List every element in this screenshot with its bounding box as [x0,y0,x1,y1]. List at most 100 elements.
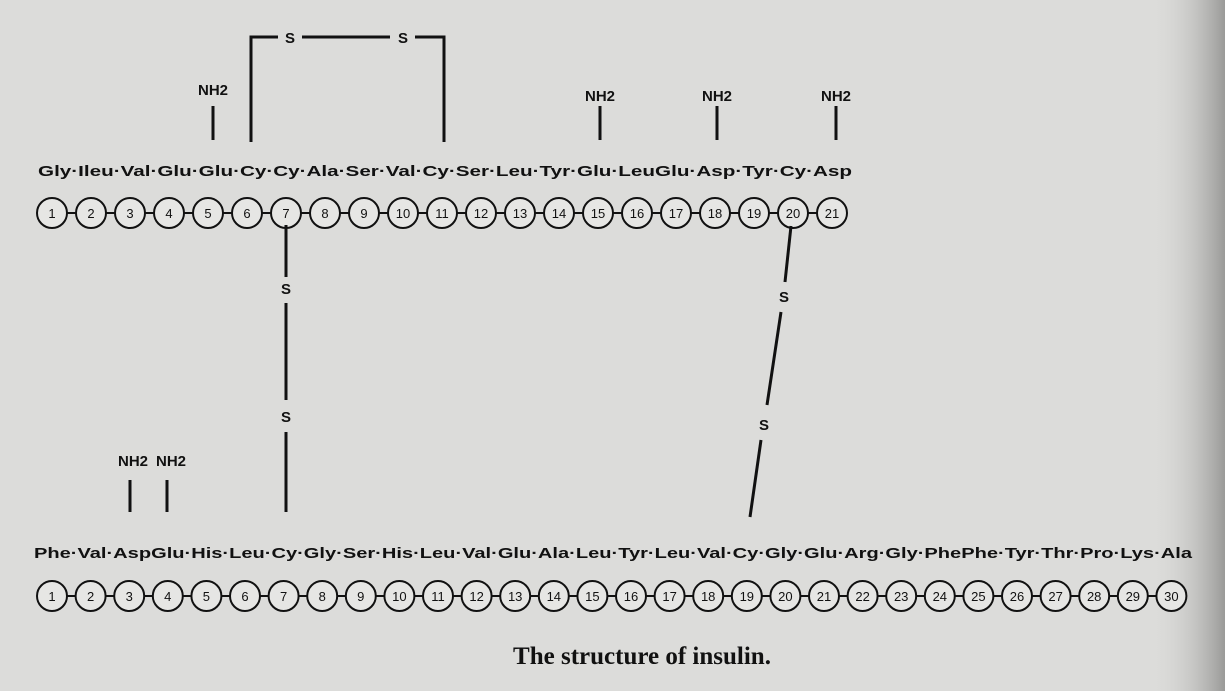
sulfur-label: S [281,281,291,298]
residue-number: 4 [165,206,172,221]
residue-circle [153,197,185,229]
residue-number: 2 [87,589,94,604]
residue-circle [383,580,416,612]
bond-line [783,225,793,283]
chain-b-residue-28: 28 [1078,580,1111,612]
residue-number: 12 [469,589,483,604]
residue-circle [816,197,848,229]
residue-number: 14 [547,589,561,604]
amide-label: NH2 [156,453,186,470]
residue-circle [621,197,653,229]
residue-number: 21 [825,206,839,221]
chain-a-residue-8: 8 [309,197,341,229]
residue-number: 19 [740,589,754,604]
residue-number: 14 [552,206,566,221]
chain-a-residue-6: 6 [231,197,263,229]
residue-number: 29 [1126,589,1140,604]
residue-number: 17 [662,589,676,604]
residue-circle [1001,580,1033,612]
chain-b-residue-29: 29 [1116,580,1149,612]
residue-circle [885,580,918,612]
residue-number: 6 [243,206,250,221]
residue-circle [1078,580,1111,612]
chain-b-residue-13: 13 [499,580,532,612]
residue-circle [730,580,763,612]
residue-number: 28 [1087,589,1101,604]
chain-b-residue-1: 1 [36,580,68,612]
amide-label: NH2 [821,88,851,105]
chain-b-residue-8: 8 [306,580,339,612]
residue-number: 12 [474,206,488,221]
residue-circle [348,197,380,229]
chain-b-residue-24: 24 [923,580,956,612]
chain-a-residue-16: 16 [621,197,653,229]
chain-b-residue-5: 5 [190,580,223,612]
chain-a-residue-15: 15 [582,197,614,229]
residue-number: 11 [431,589,445,604]
residue-circle [36,197,68,229]
chain-a-residue-5: 5 [192,197,224,229]
residue-circle [1116,580,1149,612]
chain-b-residue-18: 18 [692,580,725,612]
residue-circle [738,197,770,229]
residue-circle [151,580,184,612]
residue-number: 9 [360,206,367,221]
chain-b-residue-9: 9 [344,580,377,612]
residue-number: 3 [126,589,133,604]
residue-circle [699,197,731,229]
chain-b-residue-27: 27 [1039,580,1072,612]
residue-number: 11 [435,206,449,221]
chain-a-residue-20: 20 [777,197,809,229]
residue-number: 23 [894,589,908,604]
residue-circle [306,580,339,612]
residue-circle [615,580,647,612]
chain-b-residue-17: 17 [653,580,686,612]
residue-number: 4 [164,589,171,604]
chain-b-residue-30: 30 [1155,580,1188,612]
bond-line [748,439,763,518]
residue-circle [582,197,614,229]
chain-a-residue-14: 14 [543,197,575,229]
amide-label: NH2 [702,88,732,105]
residue-number: 13 [513,206,527,221]
residue-circle [387,197,419,229]
chain-b-residue-15: 15 [576,580,609,612]
chain-a-residue-11: 11 [426,197,458,229]
chain-b-residue-14: 14 [537,580,570,612]
chain-b-residue-19: 19 [730,580,763,612]
chain-a-residue-9: 9 [348,197,380,229]
residue-circle [231,197,263,229]
residue-number: 20 [786,206,800,221]
residue-circle [113,580,146,612]
residue-circle [653,580,686,612]
chain-a-residue-3: 3 [114,197,146,229]
residue-number: 2 [87,206,94,221]
chain-b-residue-12: 12 [460,580,493,612]
residue-circle [267,580,300,612]
residue-circle [114,197,146,229]
chain-b-residue-25: 25 [962,580,995,612]
residue-circle [426,197,458,229]
residue-number: 1 [48,206,55,221]
chain-b-residue-2: 2 [74,580,107,612]
residue-number: 5 [203,589,210,604]
residue-circle [192,197,224,229]
residue-circle [1155,580,1188,612]
residue-number: 17 [669,206,683,221]
sulfur-label: S [281,409,291,426]
chain-b-amide-groups: NH2 NH2 [118,453,186,512]
chain-b-residue-3: 3 [113,580,146,612]
residue-number: 10 [396,206,410,221]
residue-number: 16 [630,206,644,221]
chain-b-residue-16: 16 [615,580,647,612]
residue-circle [504,197,536,229]
page-shadow [1150,0,1225,691]
residue-circle [962,580,995,612]
chain-b-residue-7: 7 [267,580,300,612]
residue-number: 5 [204,206,211,221]
residue-number: 27 [1048,589,1062,604]
chain-a-sequence: Gly·Ileu·Val·Glu·Glu·Cy·Cy·Ala·Ser·Val·C… [38,163,852,180]
sulfur-label: S [398,30,408,47]
